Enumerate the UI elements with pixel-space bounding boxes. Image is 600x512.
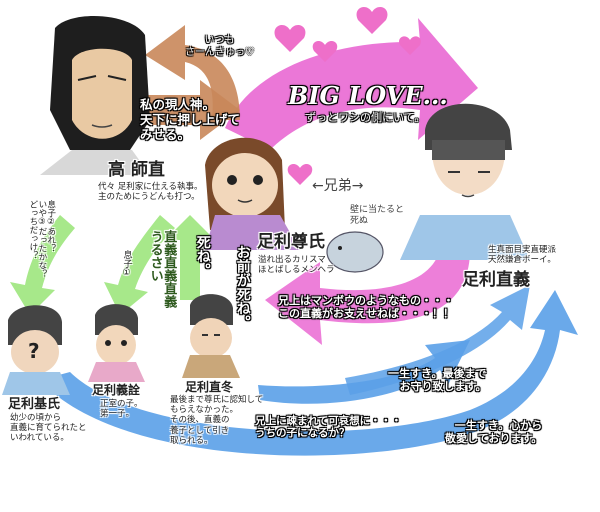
orange-arrow-2 bbox=[140, 80, 240, 140]
tadafuyu-portrait bbox=[182, 294, 240, 378]
green-arrow-motouji bbox=[10, 215, 75, 315]
big-love-subtitle: ずっとワシの側にいて。 bbox=[305, 111, 426, 124]
tadafuyu-name: 足利直冬 bbox=[185, 380, 234, 394]
yoshiakira-desc: 正室の子。 第一子。 bbox=[100, 399, 143, 420]
yoshiakira-portrait bbox=[88, 304, 145, 382]
sunfish-drawing bbox=[326, 231, 384, 273]
tadayoshi-quote: 兄上はマンボウのようなもの・・・ この直義がお支えせねば・・・！！ bbox=[278, 294, 454, 320]
orange-arrow-caption: いつも さーんきゅっ♡ bbox=[185, 35, 254, 58]
moronao-name: 高 師直 bbox=[108, 160, 165, 180]
forever-text-2: 一生すき。心から 敬愛しております。 bbox=[445, 419, 543, 445]
big-love-arrow bbox=[225, 18, 478, 150]
big-love-title: BIG LOVE... bbox=[288, 81, 448, 110]
takauji-name: 足利尊氏 bbox=[257, 232, 325, 252]
green-arrow-takauji-nag bbox=[165, 215, 215, 300]
takauji-desc: 溢れ出るカリスマ ほとばしるメンヘラ bbox=[258, 255, 335, 276]
pity-text: 兄上に疎まれて可哀想に・・・ うちの子になるか？ bbox=[255, 415, 402, 440]
green-arrow-yoshiakira bbox=[104, 215, 175, 315]
nagging-label: 直義直義直義 うるさい bbox=[147, 230, 177, 308]
tadayoshi-portrait bbox=[400, 103, 530, 260]
yoshiakira-name: 足利義詮 bbox=[92, 383, 141, 397]
son2-label: 息子②あれ？ いや③だったかな？ どっちだっけ？ bbox=[27, 200, 56, 278]
pink-return-arrow bbox=[265, 250, 470, 345]
brothers-label: ←兄弟→ bbox=[312, 178, 364, 194]
tadayoshi-name: 足利直義 bbox=[462, 270, 530, 290]
wall-note: 壁に当たると 死ぬ bbox=[350, 205, 405, 226]
you-die-label: お前が死ね。 bbox=[234, 245, 251, 329]
die-label: 死ね。 bbox=[194, 235, 211, 277]
blue-arrow-tadafuyu bbox=[258, 340, 470, 404]
heart-icon bbox=[274, 6, 421, 185]
moronao-portrait bbox=[40, 15, 150, 175]
son1-label: 息子① bbox=[121, 250, 132, 278]
moronao-quote: 私の現人神。 天下に押し上げて みせる。 bbox=[140, 97, 241, 142]
tadayoshi-desc: 生真面目実直硬派 天然鎌倉ボーイ。 bbox=[488, 245, 557, 266]
tadafuyu-desc: 最後まで尊氏に認知して もらえなかった。 その後、直義の 養子として引き 取られ… bbox=[170, 395, 264, 446]
blue-arrow-mid bbox=[345, 285, 530, 395]
motouji-name: 足利基氏 bbox=[8, 397, 61, 412]
question-mark-icon: ? bbox=[28, 339, 40, 363]
moronao-desc: 代々 足利家に仕える執事。 主のためにうどんも打つ。 bbox=[98, 182, 203, 203]
motouji-portrait bbox=[2, 305, 70, 395]
forever-text-1: 一生すき。最後まで お守り致します。 bbox=[388, 367, 487, 393]
takauji-portrait bbox=[205, 137, 300, 250]
motouji-desc: 幼少の頃から 直義に育てられたと いわれている。 bbox=[10, 413, 87, 444]
